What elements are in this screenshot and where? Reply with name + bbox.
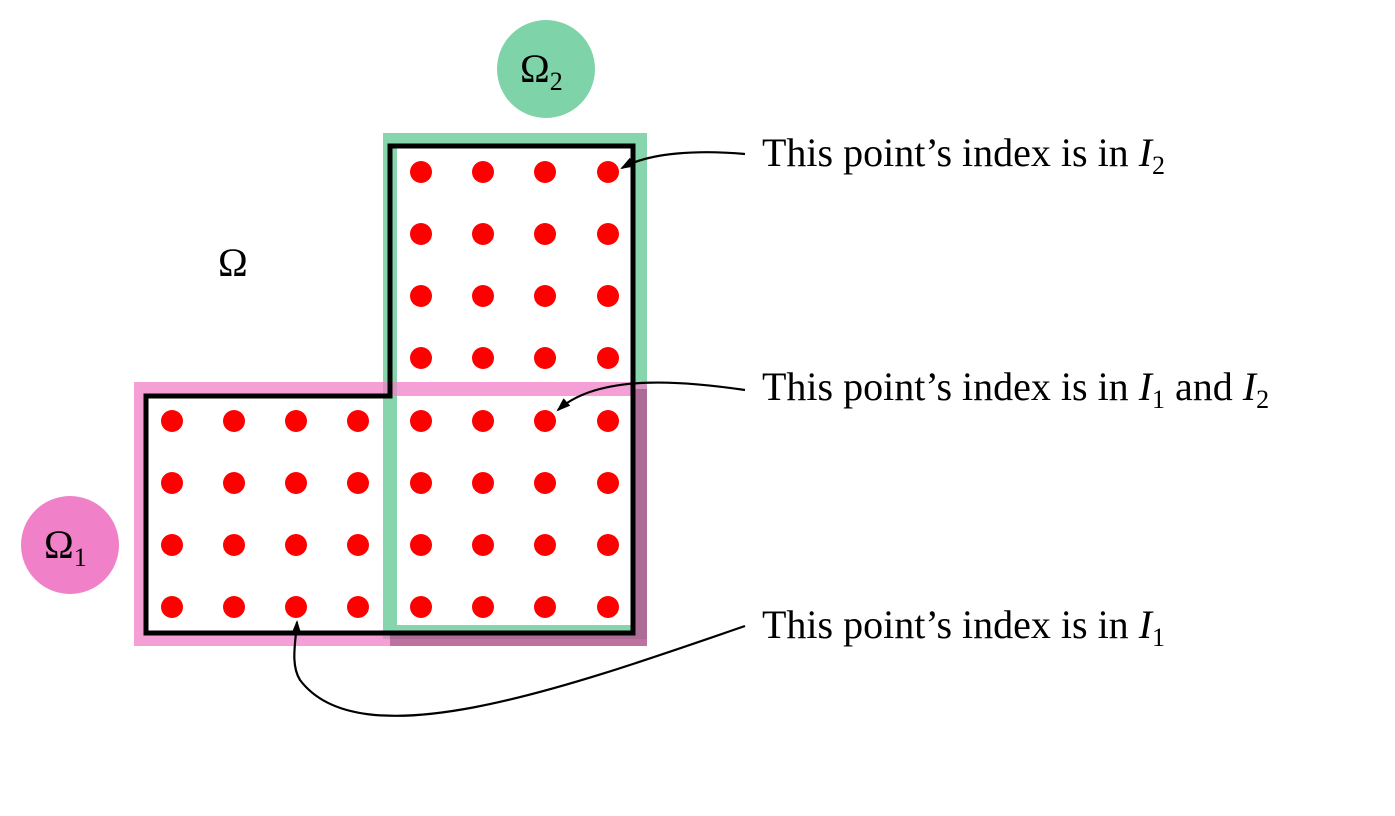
grid-point (472, 410, 494, 432)
omega1-subscript: 1 (74, 543, 87, 572)
omega1-badge: Ω1 (21, 496, 119, 594)
grid-point (410, 472, 432, 494)
grid-point (223, 534, 245, 556)
grid-point (597, 223, 619, 245)
grid-point (534, 410, 556, 432)
grid-point (597, 534, 619, 556)
grid-point (285, 534, 307, 556)
grid-point (534, 161, 556, 183)
grid-point (597, 410, 619, 432)
grid-point (161, 534, 183, 556)
grid-point (472, 223, 494, 245)
grid-point (597, 347, 619, 369)
grid-point (472, 534, 494, 556)
omega-boundary (143, 143, 636, 636)
grid-point (534, 472, 556, 494)
grid-point (410, 161, 432, 183)
grid-point (410, 534, 432, 556)
omega2-symbol: Ω (520, 46, 550, 91)
arrow-to-i1-point (291, 620, 746, 717)
svg-text:Ω2: Ω2 (520, 46, 563, 96)
grid-point (597, 285, 619, 307)
arrow-to-i2-point (620, 151, 746, 169)
grid-point (223, 410, 245, 432)
grid-point (410, 410, 432, 432)
grid-point (410, 223, 432, 245)
grid-point (410, 285, 432, 307)
grid-point (285, 472, 307, 494)
svg-text:Ω1: Ω1 (44, 522, 87, 572)
grid-point (161, 596, 183, 618)
grid-point (223, 596, 245, 618)
grid-point (597, 596, 619, 618)
grid-point (347, 596, 369, 618)
grid-point (534, 534, 556, 556)
omega2-subscript: 2 (550, 67, 563, 96)
grid-point (534, 223, 556, 245)
grid-point (223, 472, 245, 494)
grid-point (597, 161, 619, 183)
overlap-edge (390, 389, 647, 646)
arrow-to-i1-i2-point (556, 381, 746, 412)
grid-point (347, 410, 369, 432)
grid-point (472, 472, 494, 494)
grid-point (472, 347, 494, 369)
omega1-symbol: Ω (44, 522, 74, 567)
grid-point (285, 410, 307, 432)
annotation-i2: This point’s index is in I2 (762, 130, 1165, 180)
grid-point (534, 285, 556, 307)
omega2-badge: Ω2 (497, 20, 595, 118)
grid-point (472, 596, 494, 618)
grid-point (161, 472, 183, 494)
grid-point (285, 596, 307, 618)
grid-point (347, 534, 369, 556)
grid-point (597, 472, 619, 494)
annotation-i1-i2: This point’s index is in I1 and I2 (762, 364, 1269, 414)
grid-point (410, 347, 432, 369)
annotation-i1: This point’s index is in I1 (762, 602, 1165, 652)
grid-point (161, 410, 183, 432)
grid-point (472, 161, 494, 183)
grid-point (534, 596, 556, 618)
grid-point (347, 472, 369, 494)
grid-point (410, 596, 432, 618)
grid-point (472, 285, 494, 307)
grid-point (534, 347, 556, 369)
grid-points (161, 161, 619, 618)
omega-label: Ω (218, 240, 248, 285)
